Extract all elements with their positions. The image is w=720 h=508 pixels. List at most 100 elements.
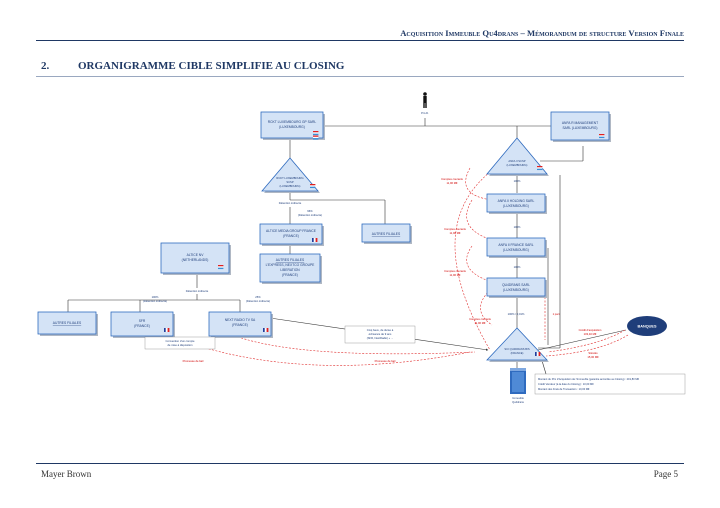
box-altice-media-line2: (FRANCE) <box>283 234 299 238</box>
label-pct-25-sub: (Détention indirecte) <box>246 299 270 303</box>
box-summary-line3: Montant des Frais de Transaction : 10,00… <box>538 387 590 391</box>
box-anfa-france-line1: ANFA II FRANCE SARL <box>498 243 533 247</box>
box-autres-filiales-2-label: AUTRES FILIALES <box>53 321 82 325</box>
box-anfa-france: ANFA II FRANCE SARL (LUXEMBOURG) <box>486 237 547 258</box>
box-summary-line2: Crédit Vendeur (à la date du Closing) : … <box>538 382 594 386</box>
triangle-anfa-scsp: ANFA II SCSP (LUXEMBOURG) <box>486 137 549 176</box>
footer-page-number: Page 5 <box>653 469 678 479</box>
edge-pct-scsp: 100% <box>514 179 521 183</box>
label-pct-100a-sub: (Détention indirecte) <box>143 299 167 303</box>
anno-promesse-right: Promesse de bail <box>375 359 396 363</box>
box-anfa-holding-line1: ANFA II HOLDING SARL <box>498 199 535 203</box>
box-autres-filiales-1-label: AUTRES FILIALES <box>372 232 401 236</box>
box-anfa-management-line2: SARL (LUXEMBOURG) <box>562 126 597 130</box>
ellipse-banques: BANQUES <box>627 316 667 336</box>
anno-cc2-line1: Comptes courants <box>444 227 466 231</box>
box-rckt-gp-sarl: RCKT LUXEMBOURG GP SARL (LUXEMBOURG) <box>260 111 325 140</box>
box-nextradio-line1: NEXT RADIO TV SA <box>225 318 256 322</box>
ellipse-banques-label: BANQUES <box>638 325 657 329</box>
label-pct-96: 96% <box>307 209 313 213</box>
box-sfr: SFR (FRANCE) <box>110 311 175 338</box>
header-rule <box>36 40 684 41</box>
box-altice-nv-line1: ALTICE NV <box>187 253 205 257</box>
box-altice-media: ALTICE MEDIA GROUP FRANCE (FRANCE) <box>259 223 324 246</box>
anno-sureties-line1: Sûretés <box>588 351 598 355</box>
box-sfr-line2: (FRANCE) <box>134 324 150 328</box>
box-anfa-holding-line2: (LUXEMBOURG) <box>503 204 529 208</box>
box-qu4drans-sarl: QU4DRANS SARL (LUXEMBOURG) <box>486 277 547 298</box>
box-anfa-france-line2: (LUXEMBOURG) <box>503 248 529 252</box>
box-anfa-management: ANFA R MANAGEMENT SARL (LUXEMBOURG) <box>550 111 611 142</box>
triangle-rckt-scsp-line3: (LUXEMBOURG) <box>280 184 301 188</box>
anno-cc3-line1: Comptes courants <box>444 269 466 273</box>
anno-cc1-line2: 11,96 M€ <box>446 181 458 185</box>
box-qu4drans-sarl-line2: (LUXEMBOURG) <box>503 288 529 292</box>
header-title: Acquisition Immeuble Qu4drans – Mémorand… <box>400 28 684 38</box>
edge-apport: 1 part <box>553 312 560 316</box>
triangle-anfa-scsp-line1: ANFA II SCSP <box>508 159 525 163</box>
anno-cc4-line1: Comptes courants <box>469 317 491 321</box>
box-altice-media-line1: ALTICE MEDIA GROUP FRANCE <box>266 229 317 233</box>
edge-pct-holding: 100% <box>514 225 521 229</box>
triangle-qu4drans-sci-line2: (FRANCE) <box>511 351 524 355</box>
person-icon <box>423 92 427 108</box>
box-anfa-management-line1: ANFA R MANAGEMENT <box>562 121 598 125</box>
building-label-line1: Immeuble <box>512 396 524 400</box>
footer-left: Mayer Brown <box>41 469 92 479</box>
section-number: 2. <box>41 60 50 72</box>
label-pct-25: 25% <box>255 295 261 299</box>
label-detention-2: Détention indirecte <box>186 289 209 293</box>
anno-promesse-left: Promesse de bail <box>183 359 204 363</box>
box-autres-filiales-2: AUTRES FILIALES <box>37 311 98 336</box>
box-nextradio: NEXT RADIO TV SA (FRANCE) <box>208 311 273 338</box>
box-lexpress-line2: L’EXPRESS, NEXTCO GROUPE <box>266 263 316 267</box>
box-summary: Montant du Prix d’Acquisition de l’Immeu… <box>534 373 686 395</box>
box-baux-line3: (SFR, NextRadio) + ... <box>367 336 394 340</box>
box-baux-line2: échéance de 9 ans <box>369 332 392 336</box>
box-lexpress-line1: AUTRES FILIALES <box>276 258 305 262</box>
building-icon <box>510 368 526 394</box>
anno-cc1-line1: Comptes courants <box>441 177 463 181</box>
box-baux-line1: Cinq baux, de durée à <box>367 328 394 332</box>
triangle-qu4drans-sci-line1: SCI QU4DRANS BIS <box>504 347 529 351</box>
box-sfr-line1: SFR <box>139 319 146 323</box>
box-lexpress-line4: (FRANCE) <box>282 273 298 277</box>
box-altice-nv-line2: (NETHERLANDS) <box>182 258 209 262</box>
label-pct-100a: 100% <box>152 295 159 299</box>
anno-cc2-line2: 11,96 M€ <box>449 231 461 235</box>
box-rckt-gp-sarl-line1: RCKT LUXEMBOURG GP SARL <box>268 120 317 124</box>
label-pct-96-sub: (Détention indirecte) <box>298 213 322 217</box>
box-baux: Cinq baux, de durée à échéance de 9 ans … <box>344 325 416 344</box>
box-convention: Convention d'un compte de mise à disposi… <box>144 336 216 350</box>
box-altice-nv: ALTICE NV (NETHERLANDS) <box>160 242 231 275</box>
section-title: ORGANIGRAMME CIBLE SIMPLIFIE AU CLOSING <box>78 60 345 72</box>
anno-sureties-line2: 15,00 M€ <box>587 355 599 359</box>
box-summary-line1: Montant du Prix d’Acquisition de l’Immeu… <box>538 377 639 381</box>
box-convention-line2: de mise à disposition <box>167 343 193 347</box>
footer-rule <box>36 463 684 464</box>
edge-qu4-split: 100% / 0,01% <box>508 312 525 316</box>
box-nextradio-line2: (FRANCE) <box>232 323 248 327</box>
box-convention-line1: Convention d'un compte <box>166 339 195 343</box>
triangle-rckt-scsp-line2: SCSP <box>286 180 294 184</box>
section-rule <box>36 76 684 77</box>
triangle-qu4drans-sci: SCI QU4DRANS BIS (FRANCE) <box>486 327 549 362</box>
triangle-rckt-scsp-line1: RCKT LUXEMBOURG <box>276 176 303 180</box>
triangle-anfa-scsp-line2: (LUXEMBOURG) <box>507 163 528 167</box>
anno-credit-line2: 103,40 M€ <box>584 332 597 336</box>
box-lexpress: AUTRES FILIALES L’EXPRESS, NEXTCO GROUPE… <box>259 253 322 284</box>
person-label: P.G.D. <box>421 111 429 115</box>
building-label-line2: Qu4drans <box>512 400 524 404</box>
box-qu4drans-sarl-line1: QU4DRANS SARL <box>502 283 530 287</box>
box-autres-filiales-1: AUTRES FILIALES <box>361 223 412 244</box>
edge-pct-france: 100% <box>514 265 521 269</box>
box-lexpress-line3: LIBERATION <box>280 268 300 272</box>
triangle-rckt-scsp: RCKT LUXEMBOURG SCSP (LUXEMBOURG) <box>261 157 320 193</box>
box-rckt-gp-sarl-line2: (LUXEMBOURG) <box>279 125 305 129</box>
label-detention-1: Détention indirecte <box>279 201 302 205</box>
box-anfa-holding: ANFA II HOLDING SARL (LUXEMBOURG) <box>486 193 547 214</box>
anno-cc3-line2: 11,96 M€ <box>449 273 461 277</box>
anno-cc4-line2: 11,96 M€ <box>474 321 486 325</box>
anno-credit-line1: Crédit d’acquisition <box>579 328 602 332</box>
